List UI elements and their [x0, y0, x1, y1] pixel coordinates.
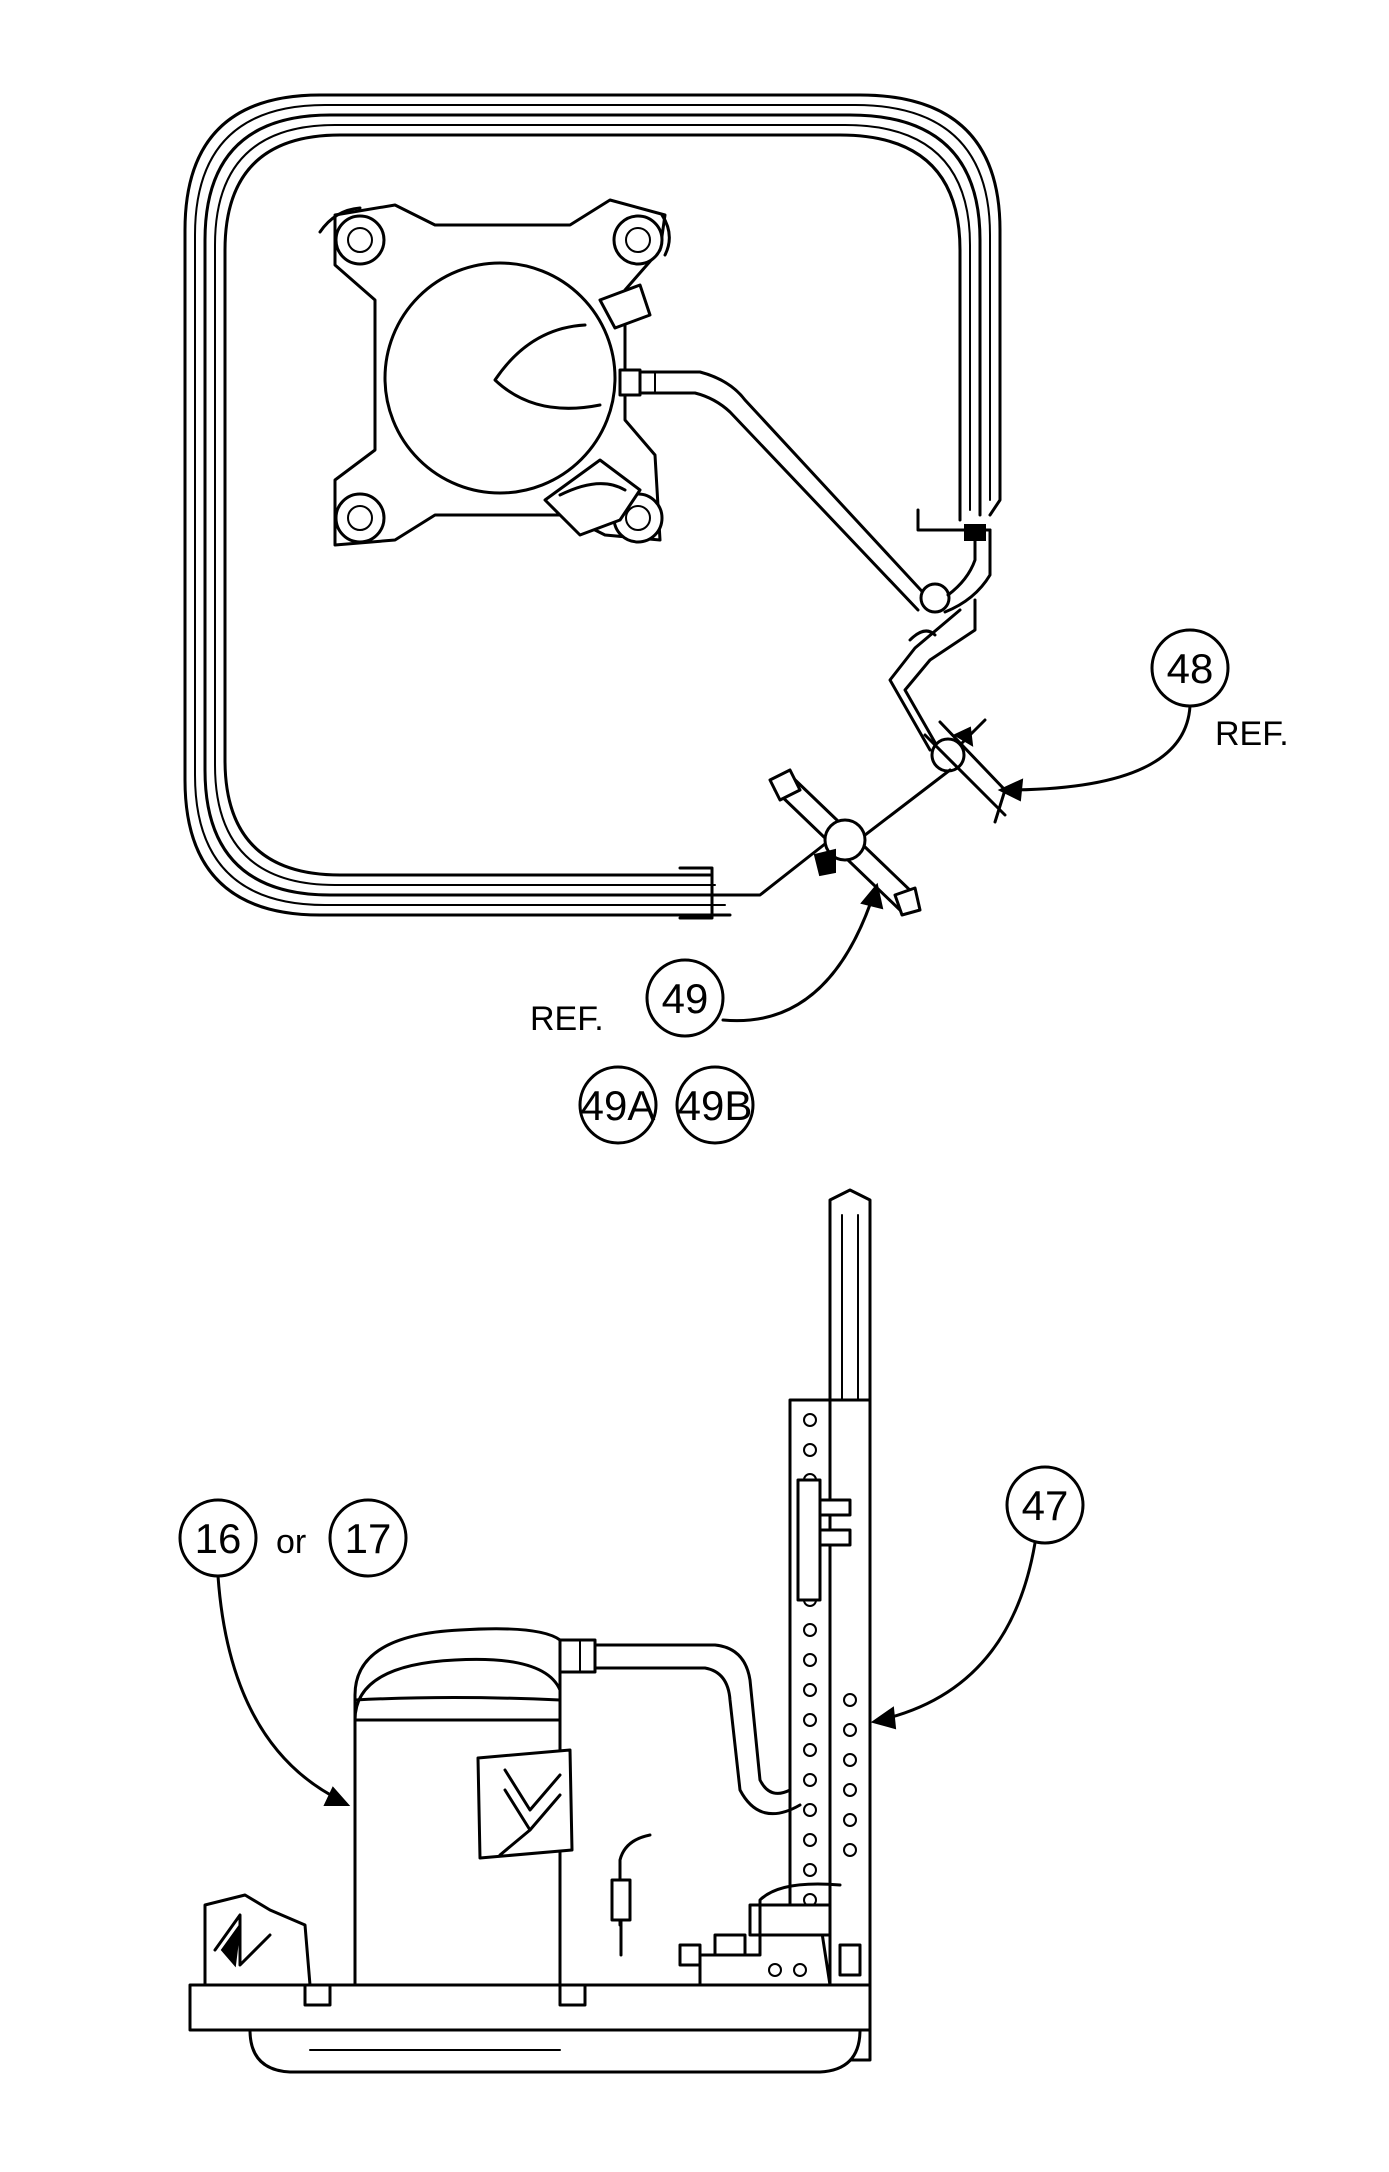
- callout-16-label: 16: [195, 1515, 242, 1562]
- mount-bolt: [612, 214, 664, 266]
- callout-48-ref: REF.: [1215, 715, 1289, 753]
- mount-bracket-left: [203, 1893, 312, 1987]
- coil-frame: [183, 93, 1002, 920]
- callout-49-label: 49: [662, 975, 709, 1022]
- mount-bolt: [334, 492, 386, 544]
- callout-16: 16: [178, 1498, 258, 1578]
- service-valve-49: [768, 768, 922, 917]
- discharge-line: [618, 368, 992, 614]
- mount-bolt: [334, 214, 386, 266]
- callout-47: 47: [870, 1465, 1085, 1730]
- top-view: 48 REF. 49 REF. 49A 49B: [183, 93, 1289, 1145]
- callout-49a: 49A: [578, 1065, 658, 1145]
- callout-17: 17: [216, 1498, 408, 1806]
- compressor-16-17: [353, 1627, 802, 2002]
- callout-49b: 49B: [675, 1065, 755, 1145]
- suction-tube-47: [788, 1188, 872, 2062]
- sensor-probe: [610, 1833, 652, 1957]
- callout-49: 49 REF.: [530, 882, 884, 1038]
- callout-48: 48 REF.: [997, 628, 1289, 802]
- callout-49b-label: 49B: [678, 1082, 753, 1129]
- base-plate: [188, 1983, 872, 2074]
- callout-47-label: 47: [1022, 1482, 1069, 1529]
- callout-17-label: 17: [345, 1515, 392, 1562]
- side-view: 16 or 17 47: [178, 1188, 1085, 2074]
- callout-49-ref: REF.: [530, 1000, 604, 1038]
- callout-or-label: or: [276, 1523, 306, 1561]
- compressor-top: [383, 261, 652, 537]
- base-valve-assembly: [678, 1882, 862, 1987]
- callout-49a-label: 49A: [581, 1082, 656, 1129]
- service-valve-48: [833, 598, 1007, 860]
- callout-48-label: 48: [1167, 645, 1214, 692]
